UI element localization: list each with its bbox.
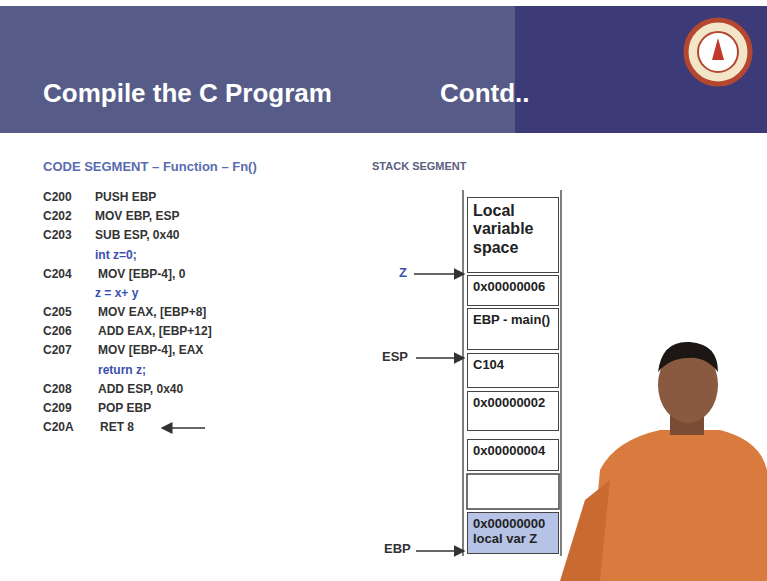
stack-value: 0x00000000	[473, 517, 553, 532]
code-address: C202	[43, 209, 72, 223]
stack-value: 0x00000006	[473, 280, 553, 295]
stack-slot: C104	[467, 353, 559, 388]
stack-slot: EBP - main()	[467, 308, 559, 350]
stack-region: Local variable space	[467, 197, 559, 273]
c-source-line: return z;	[98, 363, 146, 377]
c-source-line: int z=0;	[95, 248, 137, 262]
code-address: C203	[43, 228, 72, 242]
code-address: C200	[43, 190, 72, 204]
code-instruction: ADD ESP, 0x40	[98, 382, 183, 396]
empty-stack-slot	[467, 474, 559, 509]
header-bar	[0, 6, 767, 133]
section-heading: CODE SEGMENT – Function – Fn()	[43, 159, 257, 174]
code-instruction: MOV [EBP-4], EAX	[98, 343, 203, 357]
code-instruction: MOV [EBP-4], 0	[98, 267, 185, 281]
pointer-arrow	[416, 357, 464, 359]
code-address: C209	[43, 401, 72, 415]
stack-value: 0x00000002	[473, 396, 553, 411]
stack-value: local var Z	[473, 532, 553, 547]
header-bar-dark	[515, 6, 767, 133]
code-address: C205	[43, 305, 72, 319]
stack-value: 0x00000004	[473, 444, 553, 459]
c-source-line: z = x+ y	[95, 286, 138, 300]
code-instruction: POP EBP	[98, 401, 151, 415]
stack-frame	[462, 190, 464, 556]
slide-title: Contd..	[440, 78, 530, 109]
stack-value: C104	[473, 358, 553, 373]
stack-slot-highlight: 0x00000000local var Z	[467, 512, 559, 554]
slide-title: Compile the C Program	[43, 78, 332, 109]
code-address: C204	[43, 267, 72, 281]
code-instruction: ADD EAX, [EBP+12]	[98, 324, 212, 338]
pointer-arrow	[414, 273, 464, 275]
code-address: C20A	[43, 420, 74, 434]
code-instruction: MOV EAX, [EBP+8]	[98, 305, 206, 319]
stack-value: Local variable space	[473, 202, 553, 257]
pointer-arrow	[162, 427, 205, 429]
code-address: C208	[43, 382, 72, 396]
pointer-label: Z	[399, 265, 407, 280]
code-address: C206	[43, 324, 72, 338]
code-instruction: PUSH EBP	[95, 190, 156, 204]
stack-value: EBP - main()	[473, 313, 553, 328]
pointer-label: EBP	[384, 541, 411, 556]
presenter-figure	[560, 342, 767, 581]
code-instruction: RET 8	[100, 420, 134, 434]
code-address: C207	[43, 343, 72, 357]
institute-logo	[686, 20, 750, 84]
stack-slot: 0x00000002	[467, 391, 559, 431]
code-instruction: SUB ESP, 0x40	[95, 228, 180, 242]
pointer-label: ESP	[382, 349, 408, 364]
code-instruction: MOV EBP, ESP	[95, 209, 179, 223]
pointer-arrow	[416, 550, 464, 552]
stack-slot: 0x00000006	[467, 275, 559, 306]
stack-slot: 0x00000004	[467, 439, 559, 471]
stack-frame	[560, 190, 562, 556]
section-heading: STACK SEGMENT	[372, 160, 467, 172]
